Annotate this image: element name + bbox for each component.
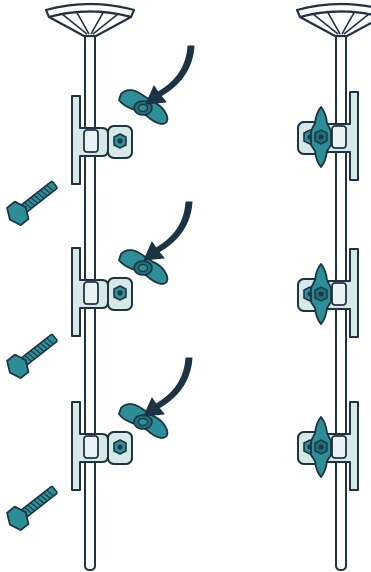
wing-knob-icon <box>310 416 332 478</box>
hex-bolt-icon <box>2 327 63 383</box>
tripod-head-icon <box>295 2 371 38</box>
panel-before-assembly <box>2 2 195 571</box>
clamp-bracket-icon <box>71 95 133 185</box>
wing-knob-icon <box>310 263 332 325</box>
curved-arrow-icon <box>145 45 195 105</box>
panel-after-assembly <box>295 2 371 571</box>
hex-bolt-icon <box>2 174 63 230</box>
curved-arrow-icon <box>143 357 193 417</box>
hex-bolt-icon <box>2 479 63 535</box>
wing-knob-icon <box>310 106 332 168</box>
tripod-head-icon <box>44 2 136 38</box>
curved-arrow-icon <box>143 201 193 261</box>
